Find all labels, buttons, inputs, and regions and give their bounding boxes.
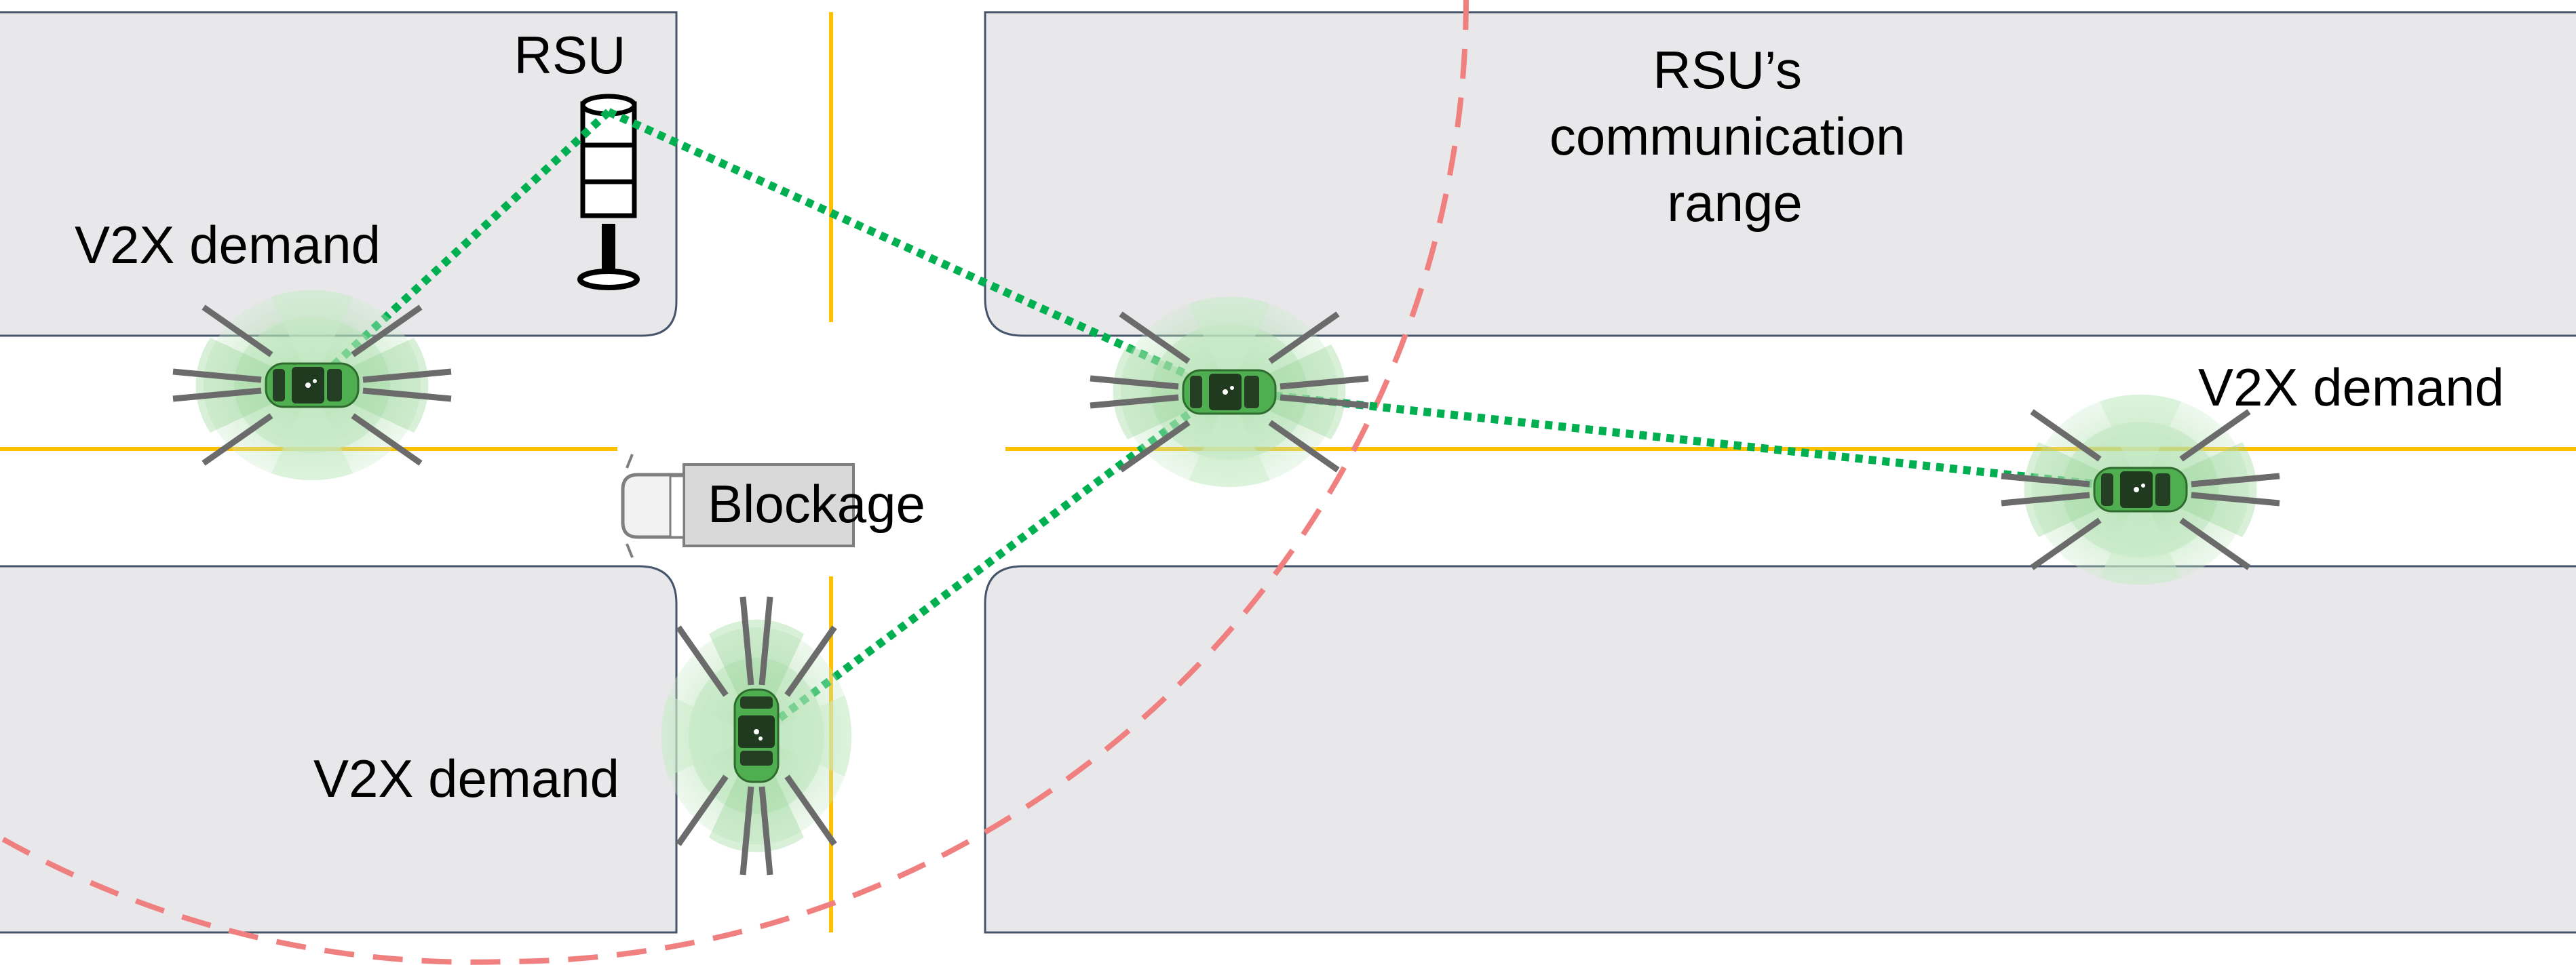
car-icon	[173, 290, 451, 480]
blockage-label: Blockage	[708, 474, 925, 534]
car-icon	[1090, 297, 1368, 487]
block-bottom-right	[984, 565, 2576, 934]
rsu-range-label: RSU’s communication range	[1550, 40, 1920, 233]
car-icon	[661, 597, 851, 875]
link-car-center-car-right	[1220, 386, 2148, 494]
rsu-range-circle	[0, 0, 1469, 965]
block-top-left	[0, 11, 678, 337]
block-top-right	[984, 11, 2576, 337]
v2x-demand-label-top-left: V2X demand	[75, 215, 381, 275]
v2x-demand-label-right: V2X demand	[2198, 357, 2504, 417]
link-rsu-car-center	[607, 108, 1223, 394]
rsu-range-label-line-3: range	[1667, 173, 1803, 233]
v2x-demand-label-bottom: V2X demand	[313, 749, 619, 808]
rsu-label: RSU	[514, 25, 626, 85]
car-icon	[2001, 395, 2280, 585]
city-blocks	[0, 11, 2576, 934]
rsu-range-label-line-1: RSU’s	[1653, 40, 1802, 100]
rsu-range-label-line-2: communication	[1550, 106, 1906, 166]
truck-icon	[621, 454, 855, 558]
